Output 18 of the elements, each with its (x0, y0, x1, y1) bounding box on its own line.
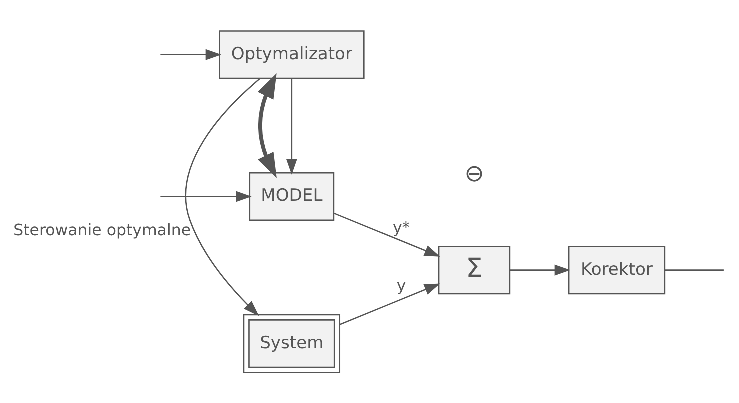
arrow (160, 190, 252, 202)
edge-label: Sterowanie optymalne (14, 220, 192, 239)
connector (664, 269, 724, 270)
node-box: Optymalizator (219, 30, 365, 79)
arrow (334, 212, 440, 256)
arrow (510, 264, 571, 276)
node-box: System (243, 314, 341, 373)
arrow (185, 78, 260, 316)
arrow (286, 78, 298, 174)
edge-label: y* (392, 217, 410, 236)
arrow (160, 48, 222, 60)
label: ⊖ (464, 159, 484, 188)
arrow (258, 73, 277, 178)
node-box: Korektor (568, 246, 666, 294)
arrow (340, 283, 440, 325)
node-box: MODEL (249, 172, 335, 221)
edge-label: y (396, 275, 406, 294)
node-box: Σ (438, 246, 511, 294)
